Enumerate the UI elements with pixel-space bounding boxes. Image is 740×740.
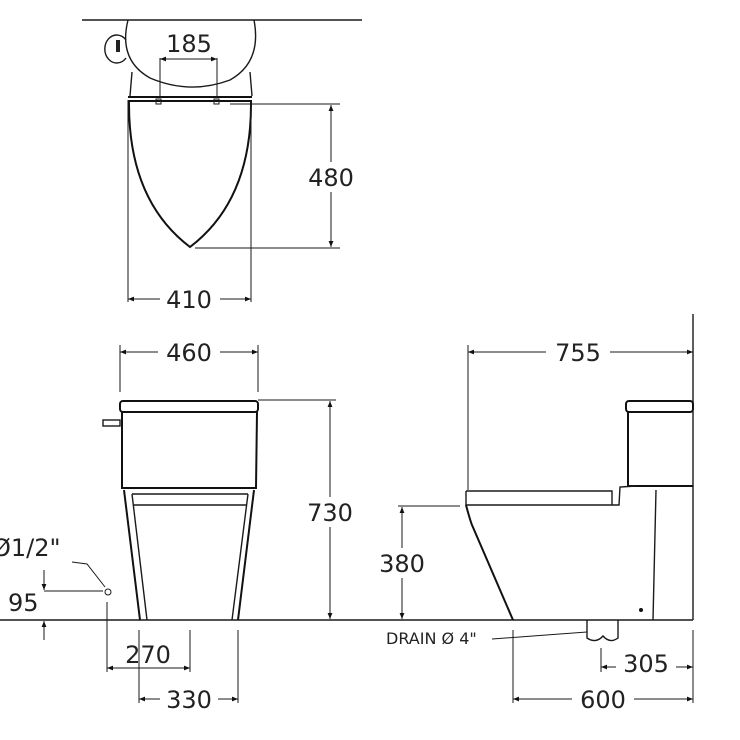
label-bg [302, 162, 360, 192]
seat-side [465, 485, 637, 506]
dim-supply-height: 95 [8, 589, 39, 617]
dim-total-depth: 755 [555, 339, 601, 367]
fixing-point [639, 608, 643, 612]
flush-lever [102, 419, 121, 427]
supply-diameter-label: Ø1/2" [0, 534, 61, 562]
seat-outline [127, 100, 253, 249]
flush-lever-knob [116, 40, 120, 52]
bowl-front-curve [465, 504, 514, 621]
tank-body [121, 411, 258, 489]
dim-seat-height: 380 [379, 550, 425, 578]
tank-lid [119, 400, 259, 413]
label-bg [546, 338, 610, 366]
label-bg [160, 285, 220, 315]
bowl-back [652, 489, 657, 621]
dim-seat-length: 480 [308, 164, 354, 192]
tank-lid-outline [124, 19, 257, 88]
label-bg [160, 686, 218, 714]
flush-lever [104, 34, 127, 64]
tank-body-side [627, 412, 693, 487]
hinge [213, 98, 220, 105]
tank-side [129, 71, 133, 97]
drain-pipe [586, 620, 619, 642]
label-bg [158, 338, 220, 366]
dim-total-height: 730 [307, 499, 353, 527]
tank-lid-side [625, 400, 694, 413]
dim-tank-width: 460 [166, 339, 212, 367]
water-supply-inlet [104, 588, 112, 596]
label-bg [372, 548, 432, 578]
top-view: 185 480 410 [82, 19, 362, 315]
base-inner [131, 493, 249, 621]
dim-supply-offset: 270 [125, 641, 171, 669]
side-view: 755 380 DRAIN Ø 4" 305 600 [372, 314, 694, 714]
label-bg [572, 686, 634, 714]
dim-seat-hinge-spacing: 185 [166, 30, 212, 58]
tank-side [249, 71, 253, 97]
dim-base-width: 330 [166, 686, 212, 714]
drain-label: DRAIN Ø 4" [386, 629, 477, 648]
label-bg [616, 652, 676, 678]
supply-leader [71, 561, 106, 588]
drain-leader [491, 631, 588, 640]
base-outer [123, 489, 255, 621]
front-view: 460 730 Ø1/2" 95 270 330 [0, 338, 360, 714]
dim-base-depth: 600 [580, 686, 626, 714]
dim-drain-from-wall: 305 [623, 650, 669, 678]
dim-seat-width: 410 [166, 286, 212, 314]
label-bg [300, 497, 360, 527]
hinge [155, 98, 162, 105]
